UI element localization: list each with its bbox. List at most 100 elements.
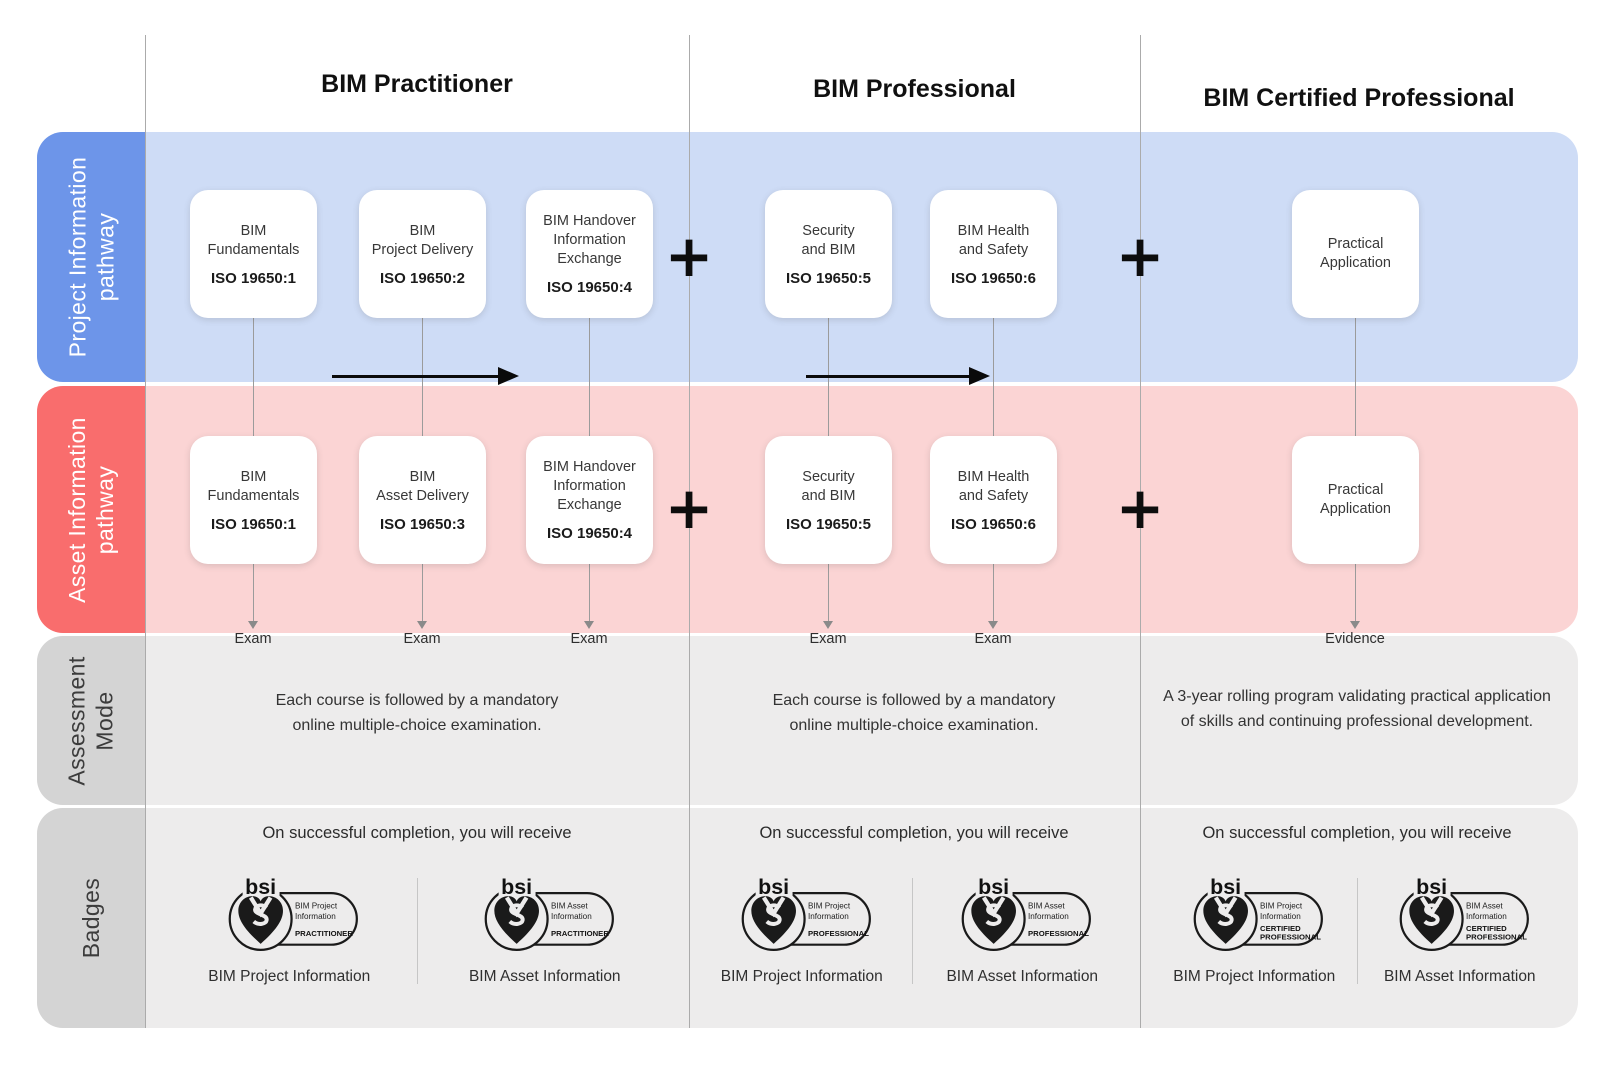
badge-cell: bsi BIM Project Information PRACTITIONER… [162, 876, 417, 986]
badge-cell: bsi BIM Asset Information PRACTITIONER B… [418, 876, 673, 986]
column-title-practitioner: BIM Practitioner [321, 70, 513, 98]
course-card-project-health-safety: BIM Health and Safety ISO 19650:6 [930, 190, 1057, 318]
arrow-down-icon [988, 621, 998, 629]
badges-label-line1: Badges [77, 877, 104, 959]
svg-text:bsi: bsi [245, 876, 276, 899]
project-pathway-label-line2: pathway [92, 212, 119, 302]
svg-text:BIM Asset: BIM Asset [1466, 902, 1503, 911]
svg-text:Information: Information [551, 912, 592, 921]
card-title-line: Security [802, 468, 855, 485]
svg-text:Information: Information [1260, 912, 1301, 921]
course-card-project-delivery: BIM Project Delivery ISO 19650:2 [359, 190, 486, 318]
course-card-asset-handover: BIM Handover Information Exchange ISO 19… [526, 436, 653, 564]
badge-cell: bsi BIM Asset Information PROFESSIONAL B… [913, 876, 1133, 986]
project-pathway-label-line1: Project Information [64, 156, 91, 358]
arrow-down-icon [823, 621, 833, 629]
badge-divider [911, 878, 913, 984]
svg-text:PRACTITIONER: PRACTITIONER [295, 929, 353, 938]
card-iso-code: ISO 19650:2 [379, 269, 466, 287]
svg-text:bsi: bsi [758, 876, 789, 899]
arrow-down-icon [1350, 621, 1360, 629]
card-title-line: Practical [1327, 482, 1384, 498]
column-title-professional: BIM Professional [813, 75, 1016, 103]
divider-line [145, 35, 146, 1028]
asset-pathway-label-line2: pathway [92, 465, 118, 554]
badge-caption: BIM Asset Information [946, 968, 1099, 985]
bsi-badge-logo: bsi BIM Asset Information PROFESSIONAL [949, 876, 1095, 955]
card-iso-code: ISO 19650:5 [785, 515, 872, 533]
card-iso-code: ISO 19650:5 [785, 269, 872, 287]
bsi-badge-logo: bsi BIM Asset Information CERTIFIED PROF… [1387, 876, 1533, 955]
assessment-result-label: Exam [974, 631, 1012, 647]
assessment-result-label: Exam [234, 631, 272, 647]
card-title-line: Fundamentals [207, 241, 300, 258]
assessment-result-label: Evidence [1325, 631, 1385, 647]
bsi-badge-logo: bsi BIM Project Information CERTIFIED PR… [1181, 876, 1327, 955]
card-title-line: Information [553, 478, 626, 494]
card-title-line: BIM Health [957, 222, 1030, 239]
svg-text:bsi: bsi [978, 876, 1009, 899]
plus-icon: + [1115, 222, 1165, 290]
svg-text:BIM Project: BIM Project [1260, 902, 1303, 911]
card-iso-code: ISO 19650:6 [950, 515, 1037, 533]
plus-icon: + [1115, 474, 1165, 542]
course-card-asset-practical-application: Practical Application [1292, 436, 1419, 564]
svg-text:bsi: bsi [1416, 876, 1447, 899]
card-title-line: BIM [240, 468, 267, 485]
badge-caption: BIM Asset Information [468, 968, 621, 985]
flow-arrow-icon [806, 367, 990, 385]
project-pathway-label: Project Information pathway [63, 157, 119, 358]
assessment-mode-tab: Assessment Mode [37, 636, 145, 805]
svg-text:Information: Information [1028, 912, 1069, 921]
card-title-line: and BIM [801, 487, 856, 504]
course-card-project-fundamentals: BIM Fundamentals ISO 19650:1 [190, 190, 317, 318]
card-title-line: and Safety [958, 487, 1029, 504]
svg-text:Information: Information [808, 912, 849, 921]
asset-pathway-label-line1: Asset Information [64, 416, 90, 603]
svg-text:PROFESSIONAL: PROFESSIONAL [1028, 929, 1089, 938]
course-card-asset-security: Security and BIM ISO 19650:5 [765, 436, 892, 564]
course-card-project-handover: BIM Handover Information Exchange ISO 19… [526, 190, 653, 318]
arrow-down-icon [417, 621, 427, 629]
svg-text:PRACTITIONER: PRACTITIONER [551, 929, 609, 938]
svg-text:PROFESSIONAL: PROFESSIONAL [1260, 933, 1321, 942]
badge-caption: BIM Project Information [208, 968, 371, 985]
svg-text:bsi: bsi [1210, 876, 1241, 899]
card-title-line: and BIM [801, 241, 856, 258]
card-title-line: and Safety [958, 241, 1029, 258]
card-iso-code: ISO 19650:3 [379, 515, 466, 533]
card-title-line: Application [1320, 255, 1391, 271]
card-title-line: Project Delivery [371, 241, 474, 258]
column-title-certified-professional: BIM Certified Professional [1203, 84, 1515, 112]
plus-icon: + [664, 222, 714, 290]
card-iso-code: ISO 19650:4 [546, 525, 633, 542]
assessment-description: Each course is followed by a mandatory o… [772, 692, 1056, 734]
badges-intro: On successful completion, you will recei… [262, 824, 572, 842]
assessment-result-label: Exam [570, 631, 608, 647]
project-pathway-tab: Project Information pathway [37, 132, 145, 382]
asset-pathway-label: Asset Information pathway [63, 417, 119, 603]
card-title-line: Exchange [557, 497, 622, 513]
badges-intro: On successful completion, you will recei… [759, 824, 1069, 842]
svg-text:PROFESSIONAL: PROFESSIONAL [1466, 933, 1527, 942]
card-iso-code: ISO 19650:1 [210, 269, 297, 287]
badge-divider [1356, 878, 1358, 984]
card-title-line: BIM Handover [543, 459, 636, 475]
card-title-line: BIM [409, 222, 436, 239]
card-title-line: Exchange [557, 251, 622, 267]
svg-text:BIM Project: BIM Project [295, 902, 338, 911]
card-title-line: Information [553, 232, 626, 248]
bsi-badge-logo: bsi BIM Project Information PRACTITIONER [216, 876, 362, 955]
badge-cell: bsi BIM Project Information CERTIFIED PR… [1152, 876, 1357, 986]
assessment-label-line1: Assessment [64, 655, 91, 786]
badge-cell: bsi BIM Project Information PROFESSIONAL… [692, 876, 912, 986]
bsi-badge-logo: bsi BIM Project Information PROFESSIONAL [729, 876, 875, 955]
card-title-line: Fundamentals [207, 487, 300, 504]
flow-arrow-icon [332, 367, 519, 385]
assessment-result-label: Exam [809, 631, 847, 647]
assessment-description: A 3-year rolling program validating prac… [1163, 688, 1551, 730]
card-title-line: Application [1320, 501, 1391, 517]
svg-text:PROFESSIONAL: PROFESSIONAL [808, 929, 869, 938]
assessment-mode-band: Assessment Mode [37, 636, 1578, 805]
